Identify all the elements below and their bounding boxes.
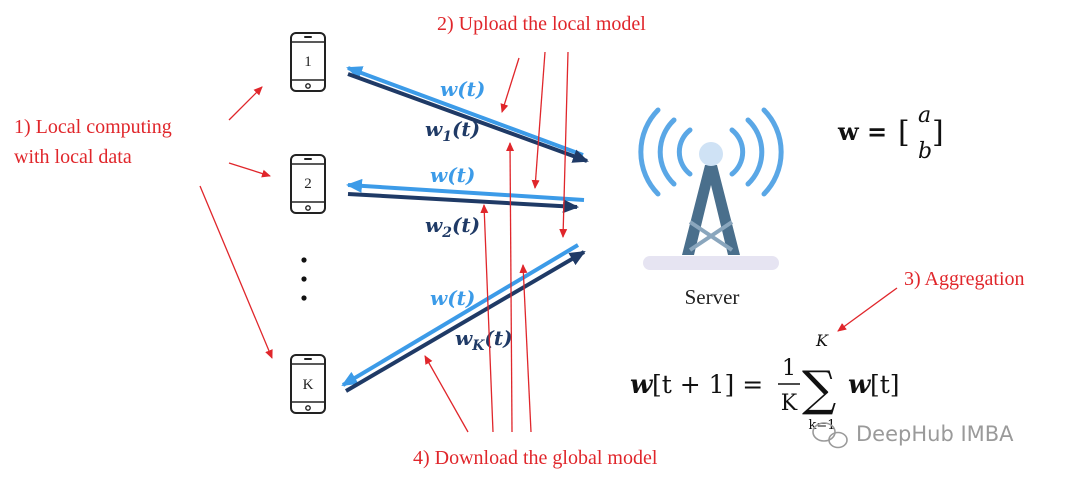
ellipsis-dots (301, 257, 307, 301)
phone-2: 2 (290, 154, 326, 214)
label-download: 4) Download the global model (413, 447, 658, 469)
vector-top: a (918, 103, 931, 128)
arrow-local-from-phone-1 (347, 72, 589, 163)
vector-close-bracket: ] (932, 115, 944, 150)
phone-1-number: 1 (304, 54, 312, 70)
label-local-computing-line1: 1) Local computing (14, 116, 172, 138)
phone-k-number: K (303, 377, 314, 393)
formula-numerator: 1 (782, 356, 796, 381)
label-global-1: w(t) (440, 77, 485, 101)
watermark: DeepHub IMBA (812, 422, 1014, 449)
label-local-1: w1(t) (425, 117, 480, 145)
weight-vector: w = [ a b ] (837, 103, 944, 164)
server-tower-icon (638, 107, 784, 270)
arrow-global-to-phone-2 (346, 178, 585, 202)
label-local-2: w2(t) (425, 213, 480, 241)
arrow-global-to-phone-1 (346, 66, 584, 157)
label-global-2: w(t) (430, 163, 475, 187)
label-aggregation: 3) Aggregation (904, 268, 1025, 290)
phone-k: K (290, 354, 326, 414)
phone-1: 1 (290, 32, 326, 92)
watermark-text: DeepHub IMBA (856, 422, 1014, 446)
label-upload: 2) Upload the local model (437, 13, 646, 35)
formula-term: w (848, 370, 872, 400)
formula-lhs-index: [t + 1] = (652, 370, 763, 399)
arrow-local-from-phone-k (344, 250, 586, 393)
vector-open-bracket: [ (898, 115, 910, 150)
label-global-k: w(t) (430, 286, 475, 310)
arrow-global-to-phone-k (341, 243, 580, 387)
server-label: Server (685, 285, 740, 309)
wechat-logo-icon (812, 422, 848, 449)
formula-term-index: [t] (870, 370, 900, 399)
label-local-k: wK(t) (455, 326, 513, 354)
label-local-computing-line2: with local data (14, 146, 132, 168)
arrow-local-from-phone-2 (347, 192, 579, 214)
formula-sum-symbol: ∑ (802, 361, 836, 417)
aggregation-formula: w [t + 1] = 1 K ∑ K k=1 w [t] (630, 331, 900, 433)
formula-lhs: w (630, 370, 654, 400)
formula-denominator: K (781, 391, 798, 416)
formula-sum-upper: K (815, 331, 829, 350)
formula-sum-lower: k=1 (808, 418, 835, 433)
vector-lhs: w = (837, 117, 887, 146)
vector-bottom: b (918, 139, 932, 164)
red-pointer-arrows (199, 51, 898, 433)
phone-2-number: 2 (304, 176, 312, 192)
